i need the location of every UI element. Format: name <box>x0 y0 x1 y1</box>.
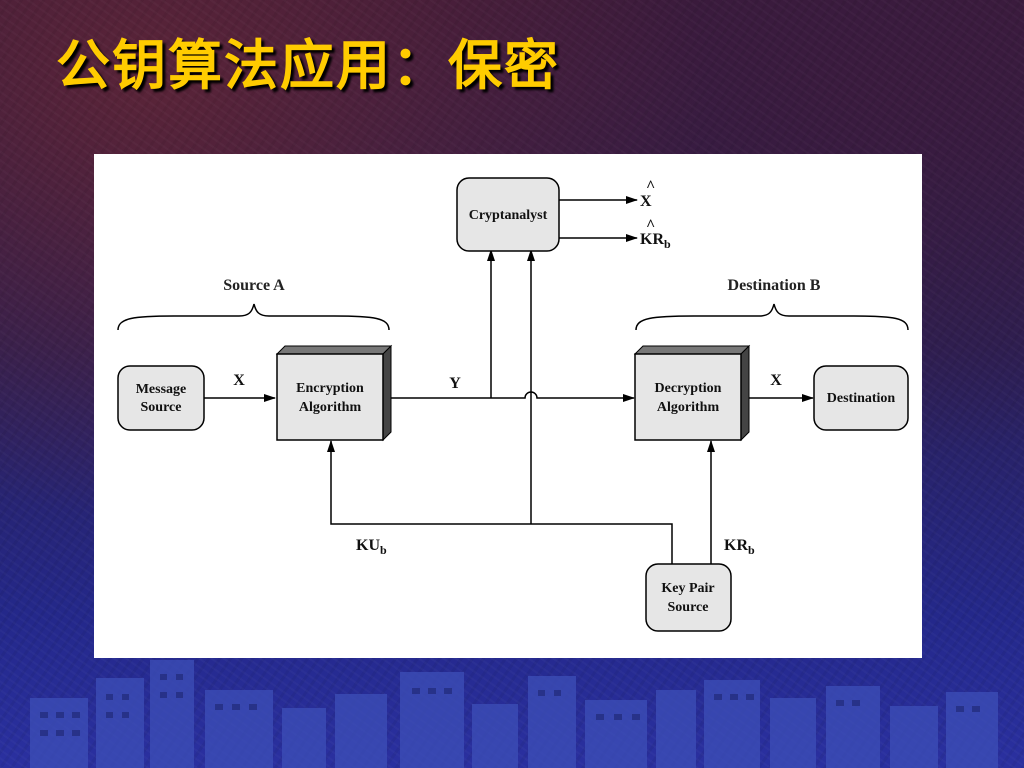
slide-title: 公钥算法应用：保密 <box>56 34 560 97</box>
source-brace <box>117 303 390 331</box>
decryption-line2: Algorithm <box>657 400 720 415</box>
message-source-node: Message Source <box>117 365 205 431</box>
estimate-kr-label: KRb <box>640 231 671 251</box>
public-key-label: KUb <box>356 537 387 557</box>
ciphertext-y-label: Y <box>449 375 461 392</box>
destination-brace <box>635 303 909 331</box>
message-source-line2: Source <box>141 400 182 415</box>
decryption-line1: Decryption <box>655 381 722 396</box>
estimate-kr-hat: ^ <box>646 217 655 234</box>
cryptanalyst-node: Cryptanalyst <box>456 177 560 252</box>
encryption-line2: Algorithm <box>299 400 362 415</box>
encryption-line1: Encryption <box>296 381 364 396</box>
estimate-x-hat: ^ <box>646 178 655 195</box>
plaintext-x-label: X <box>233 372 245 389</box>
encryption-diagram: Source A Destination B M <box>117 177 909 632</box>
diagram-panel: Source A Destination B M <box>94 154 922 658</box>
destination-node: Destination <box>813 365 909 431</box>
destination-text: Destination <box>827 391 896 406</box>
destination-b-label: Destination B <box>728 277 821 294</box>
private-key-label: KRb <box>724 537 755 557</box>
city-skyline-decoration <box>30 660 998 768</box>
key-pair-line2: Source <box>668 600 709 615</box>
cryptanalyst-text: Cryptanalyst <box>469 208 548 223</box>
key-pair-line1: Key Pair <box>661 581 714 596</box>
key-pair-source-node: Key Pair Source <box>645 563 732 632</box>
plaintext-x-out-label: X <box>770 372 782 389</box>
encryption-algorithm-node: Encryption Algorithm <box>275 344 393 442</box>
estimate-x-label: X <box>640 193 652 210</box>
connections <box>204 196 814 564</box>
decryption-algorithm-node: Decryption Algorithm <box>633 344 751 442</box>
source-a-label: Source A <box>223 277 285 294</box>
message-source-line1: Message <box>136 382 187 397</box>
